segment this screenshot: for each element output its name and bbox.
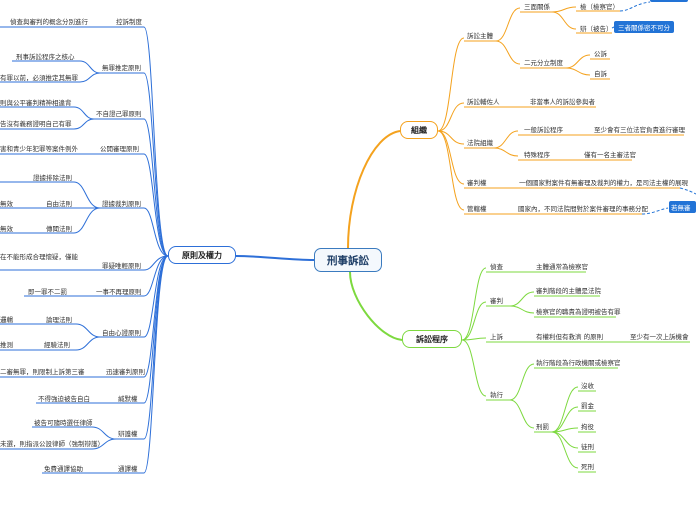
node-penalty[interactable]: 刑罰: [536, 423, 549, 431]
principle-public-trial[interactable]: 公開審理原則: [100, 145, 139, 153]
principle-in-dubio[interactable]: 罪疑唯輕原則: [102, 262, 141, 270]
node-appeal[interactable]: 上訴: [490, 333, 503, 341]
node-execution[interactable]: 執行: [490, 391, 503, 399]
node-helper-desc[interactable]: 非當事人的訴訟參與者: [530, 98, 595, 106]
node-execution-desc[interactable]: 執行階段為行政機關或檢察官: [536, 359, 621, 367]
principle-in-dubio-desc[interactable]: 在不能形成合理懷疑，僅能: [0, 253, 78, 261]
node-penalty-death[interactable]: 死刑: [581, 463, 594, 471]
node-appeal-desc[interactable]: 有權利但有救濟 的原則: [536, 333, 604, 341]
node-special-desc[interactable]: 僅有一名主審法官: [584, 151, 636, 159]
node-penalty-fine[interactable]: 罰金: [581, 402, 594, 410]
callout-inseparable[interactable]: 三者關係密不可分: [614, 21, 674, 33]
principle-accusatorial-desc[interactable]: 偵查與審判的概念分別進行: [10, 18, 88, 26]
principle-defense-desc1[interactable]: 被告可隨時選任律師: [34, 419, 93, 427]
node-court-org[interactable]: 法院組織: [467, 139, 493, 147]
principle-public-trial-desc[interactable]: 害和青少年犯罪等案件例外: [0, 145, 78, 153]
principle-evidence-hearsay[interactable]: 傳聞法則: [46, 225, 72, 233]
principle-interpreter[interactable]: 通譯權: [118, 465, 138, 473]
principle-speedy-trial-desc[interactable]: 二審無罪，則限制上訴第三審: [0, 368, 85, 376]
principle-accusatorial[interactable]: 控訴制度: [116, 18, 142, 26]
principle-experience-sub[interactable]: 推測: [0, 341, 13, 349]
node-jurisdiction[interactable]: 審判權: [467, 179, 487, 187]
node-penalty-detention[interactable]: 拘役: [581, 423, 594, 431]
branch-procedure[interactable]: 訴訟程序: [402, 330, 462, 348]
principle-logic-rule[interactable]: 論理法則: [46, 316, 72, 324]
node-jurisdiction-desc[interactable]: 一個國家對案件有無審理及裁判的權力，是司法主權的展現: [519, 179, 688, 187]
principle-double-jeopardy-desc[interactable]: 即一罪不二罰: [28, 288, 67, 296]
principle-self-incrimination-desc1[interactable]: 則與公平審判精神相違背: [0, 99, 72, 107]
node-appeal-desc2[interactable]: 至少有一次上訴機會: [630, 333, 689, 341]
node-special-proc[interactable]: 特殊程序: [524, 151, 550, 159]
principle-evidence-free-sub[interactable]: 無效: [0, 200, 13, 208]
principle-self-incrimination-desc2[interactable]: 告沒有義務證明自己有罪: [0, 120, 72, 128]
node-litigant-subject[interactable]: 訴訟主體: [467, 32, 493, 40]
node-investigation[interactable]: 偵查: [490, 263, 503, 271]
principle-self-incrimination[interactable]: 不自證己罪原則: [96, 110, 142, 118]
principle-speedy-trial[interactable]: 迅速審判原則: [106, 368, 145, 376]
principle-experience-rule[interactable]: 經驗法則: [44, 341, 70, 349]
callout-top[interactable]: [650, 0, 688, 2]
node-litigant-helper[interactable]: 訴訟輔佐人: [467, 98, 500, 106]
node-penalty-imprisonment[interactable]: 徒刑: [581, 443, 594, 451]
node-trial-desc2[interactable]: 檢察官的職責為證明被告有罪: [536, 308, 621, 316]
principle-silence[interactable]: 緘默權: [118, 395, 138, 403]
node-general-desc[interactable]: 至少會有三位法官負責進行審理: [594, 126, 685, 134]
node-investigation-desc[interactable]: 主體通常為檢察官: [536, 263, 588, 271]
node-competence-desc[interactable]: 國家內，不同法院間對於案件審理的事務分配: [518, 205, 648, 213]
callout-right[interactable]: 若無審: [669, 201, 696, 213]
node-defendant[interactable]: 辯（被告）: [580, 25, 613, 33]
node-trial[interactable]: 審判: [490, 297, 503, 305]
branch-principles[interactable]: 原則及權力: [168, 246, 236, 264]
principle-defense[interactable]: 辯護權: [118, 430, 138, 438]
node-general-proc[interactable]: 一般訴訟程序: [524, 126, 563, 134]
principle-presumption-desc1[interactable]: 刑事訴訟程序之核心: [16, 53, 75, 61]
node-public-prosecution[interactable]: 公訴: [594, 50, 607, 58]
node-three-party[interactable]: 三面關係: [524, 3, 550, 11]
node-dual-system[interactable]: 二元分立制度: [524, 59, 563, 67]
principle-logic-sub[interactable]: 邏輯: [0, 316, 13, 324]
principle-interpreter-desc[interactable]: 免費通譯協助: [44, 465, 83, 473]
principle-defense-desc2[interactable]: 未選，則指派公設律師（強制辯護）: [0, 440, 104, 448]
node-prosecutor[interactable]: 檢（檢察官）: [580, 3, 619, 11]
principle-evidence[interactable]: 證據裁判原則: [102, 200, 141, 208]
node-penalty-confiscation[interactable]: 沒收: [581, 382, 594, 390]
principle-free-evaluation[interactable]: 自由心證原則: [102, 329, 141, 337]
node-private-prosecution[interactable]: 自訴: [594, 70, 607, 78]
principle-silence-desc[interactable]: 不得強迫被告自白: [38, 395, 90, 403]
principle-double-jeopardy[interactable]: 一事不再理原則: [96, 288, 142, 296]
node-competence[interactable]: 管轄權: [467, 205, 487, 213]
root-topic[interactable]: 刑事訴訟: [314, 248, 382, 272]
principle-presumption[interactable]: 無罪推定原則: [102, 64, 141, 72]
principle-presumption-desc2[interactable]: 有罪以前，必須推定其無罪: [0, 74, 78, 82]
node-trial-desc1[interactable]: 審判階段的主體是法院: [536, 287, 601, 295]
principle-evidence-exclusion[interactable]: 證據排除法則: [33, 174, 72, 182]
branch-organization[interactable]: 組織: [400, 121, 438, 139]
principle-evidence-free[interactable]: 自由法則: [46, 200, 72, 208]
principle-evidence-hearsay-sub[interactable]: 無效: [0, 225, 13, 233]
